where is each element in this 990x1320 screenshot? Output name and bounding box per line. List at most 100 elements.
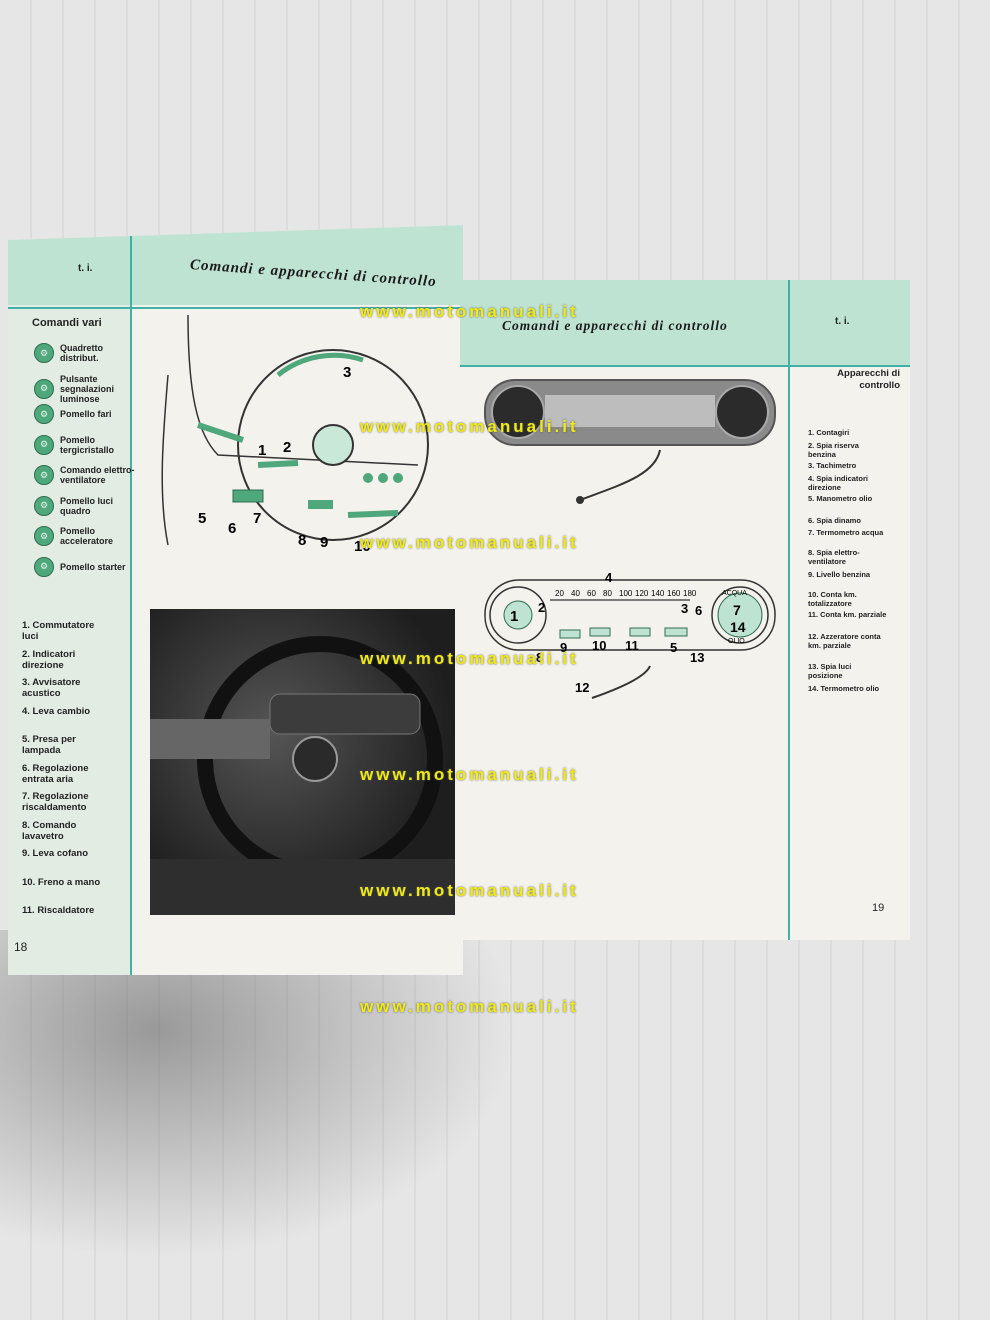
diagram-number-7: 7 [253,510,261,527]
left-ti-label: t. i. [78,263,93,274]
left-legend-item: 7. Regolazione riscaldamento [22,791,89,813]
watermark-6: www.motomanuali.it [360,881,579,900]
icon-legend-item: ⚙ Pomello acceleratore [34,526,140,546]
dashboard-photo [150,609,455,915]
right-legend-item: 2. Spia riserva benzina [808,441,859,459]
left-legend-item: 4. Leva cambio [22,705,91,717]
left-header-band [8,225,463,305]
diagram-number-10: 10 [354,538,371,555]
left-sidebar-band [8,305,131,975]
right-legend-item: 14. Termometro olio [808,684,880,693]
left-column-rule [130,225,132,975]
left-page: t. i. Comandi e apparecchi di controllo … [8,225,463,975]
temp-center [717,592,763,638]
diagram-number-14: 14 [730,619,746,635]
horn-ring [276,352,364,377]
right-page: Comandi e apparecchi di controllo t. i. … [460,280,910,940]
diagram-number-5: 5 [670,640,677,655]
right-section-heading: Apparecchi di controllo [837,368,900,391]
right-legend-item: 11. Conta km. parziale [808,610,887,619]
throttle-knob-icon: ⚙ [34,526,54,546]
icon-legend-label: Comando elettro-ventilatore [60,465,135,485]
speed-scale-label: 80 [603,589,612,598]
headlight-knob-icon: ⚙ [34,404,54,424]
dash-knob-b [378,473,388,483]
diagram-number-5: 5 [198,510,206,527]
steering-diagram: 3 1 2 5 6 7 8 9 10 [161,315,429,555]
right-legend-item: 7. Termometro acqua [808,528,884,537]
panel-light-knob-icon: ⚙ [34,495,54,516]
diagram-number-8: 8 [298,532,306,549]
hand-shadow [0,930,520,1260]
right-header-rule [460,365,910,367]
temp-bottom-label: OLIO [728,638,745,645]
indicator-stalk [257,460,299,468]
watermark-4: www.motomanuali.it [360,649,579,668]
diagram-number-9: 9 [320,534,328,551]
right-ti-label: t. i. [835,316,850,327]
signal-button-icon: ⚙ [34,378,54,399]
left-legend-item: 11. Riscaldatore [22,905,95,916]
right-legend-item: 8. Spia elettro-ventilatore [808,548,860,566]
temp-top-label: ACQUA [722,590,747,597]
watermark-5: www.motomanuali.it [360,765,579,784]
right-legend-item: 4. Spia indicatori direzione [808,474,869,492]
icon-legend-item: ⚙ Pomello luci quadro [34,495,140,516]
diagram-number-13: 13 [690,650,704,665]
left-legend-item: 3. Avvisatore acustico [22,677,81,699]
right-legend-item: 3. Tachimetro [808,461,857,470]
diagram-number-6: 6 [228,520,236,537]
diagram-number-11: 11 [625,638,639,653]
icon-legend-item: ⚙ Pulsante segnalazioni luminose [34,374,140,404]
fan-knob-icon: ⚙ [34,465,54,485]
dash-knob-c [393,473,403,483]
left-page-number: 18 [14,940,28,954]
icon-legend-label: Pulsante segnalazioni luminose [60,373,115,404]
right-legend-item: 9. Livello benzina [808,570,871,579]
diagram-number-4: 4 [605,570,613,585]
icon-legend-item: ⚙ Pomello fari [34,404,140,424]
watermark-3: www.motomanuali.it [360,533,579,552]
speed-scale-label: 40 [571,589,580,598]
left-legend-item: 6. Regolazione entrata aria [22,762,89,785]
tachometer-center [503,600,533,630]
watermark-2: www.motomanuali.it [360,417,579,436]
left-legend-item: 2. Indicatori direzione [22,648,76,671]
right-legend-item: 6. Spia dinamo [808,516,861,525]
left-legend-item: 9. Leva cofano [22,848,88,859]
right-header-band [460,280,910,365]
light-switch-stalk [197,422,244,443]
diagram-number-12: 12 [575,680,589,695]
diagram-number-6: 6 [695,603,702,618]
left-legend-item: 8. Comando lavavetro [22,819,77,842]
diagram-number-10: 10 [592,638,606,653]
icon-legend-label: Quadretto distribut. [60,343,104,363]
icon-legend-item: ⚙ Comando elettro-ventilatore [34,465,140,485]
lower-controls [232,489,264,503]
speed-scale-label: 60 [587,589,596,598]
right-legend-item: 13. Spia luci posizione [808,662,852,680]
speed-scale-label: 120 [635,589,649,598]
diagram-number-7: 7 [733,602,741,618]
speed-scale-label: 100 [619,589,633,598]
diagram-number-2: 2 [283,439,291,456]
icon-legend-item: ⚙ Quadretto distribut. [34,343,140,363]
icon-legend-label: Pomello luci quadro [60,495,114,516]
distributor-knob-icon: ⚙ [34,343,54,363]
icon-legend-label: Pomello fari [60,409,112,419]
icon-legend-label: Pomello acceleratore [60,526,114,546]
instrument-cluster-photo [484,379,776,504]
watermark-7: www.motomanuali.it [360,997,579,1016]
diagram-number-8: 8 [536,650,543,665]
icon-legend-label: Pomello starter [60,561,126,572]
diagram-number-9: 9 [560,640,567,655]
right-page-number: 19 [872,902,885,914]
temp-dial [711,586,769,644]
wiper-knob-icon: ⚙ [34,434,54,455]
right-legend-item: 1. Contagiri [808,428,850,437]
diagram-number-1: 1 [258,442,266,459]
right-legend-item: 12. Azzeratore conta km. parziale [808,632,881,650]
icon-legend-item: ⚙Pomello tergicristallo [34,434,140,455]
right-legend-item: 5. Manometro olio [808,494,873,503]
